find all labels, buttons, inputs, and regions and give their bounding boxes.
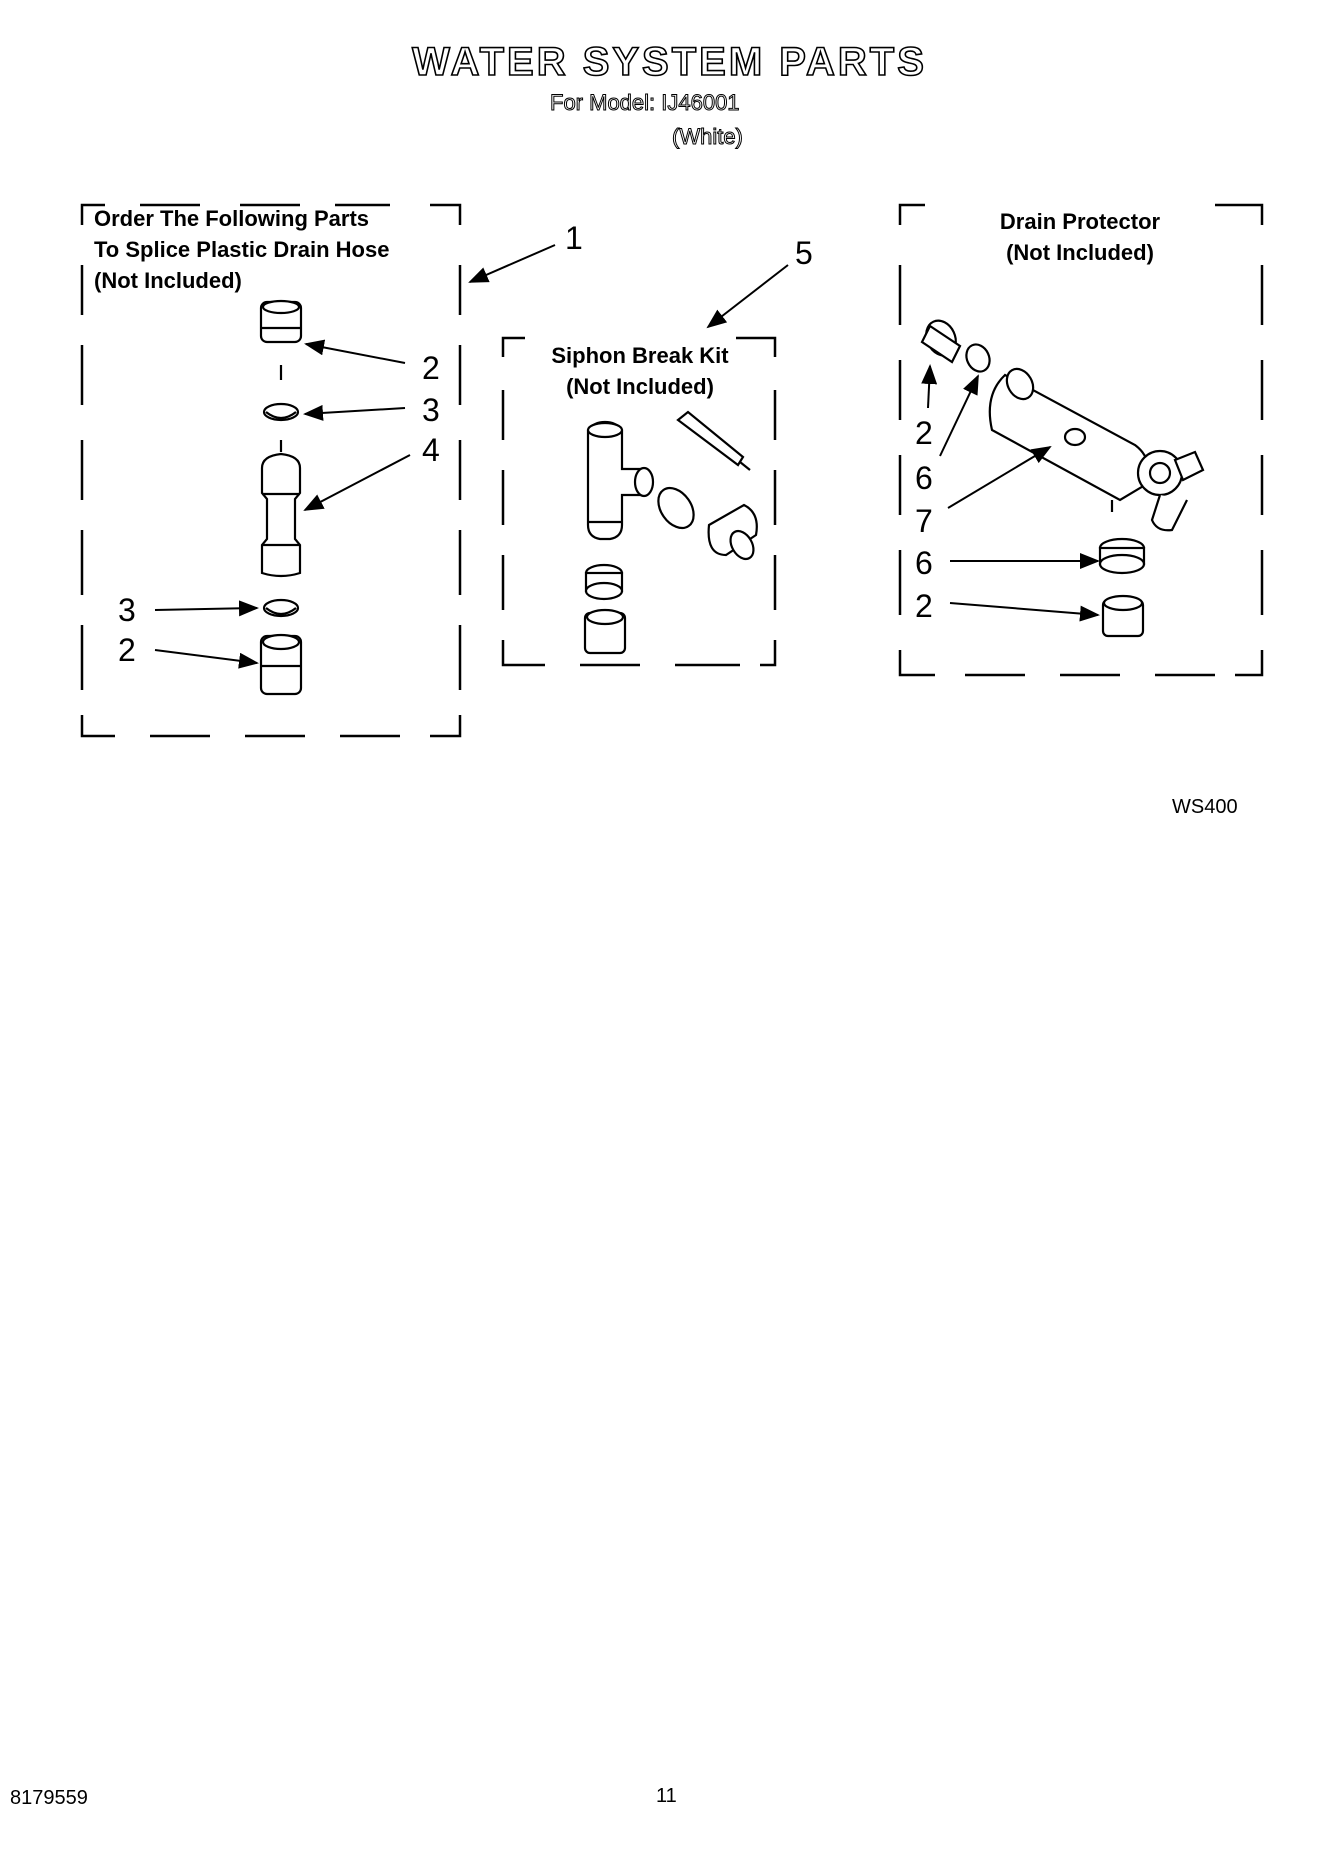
drain-protector-art: [920, 319, 1205, 638]
document-number: 8179559: [10, 1787, 88, 1809]
splice-parts-art: [259, 299, 303, 696]
page-number: 11: [656, 1785, 677, 1807]
callout-splice-part: 2: [118, 632, 136, 668]
callout-drain-part: 2: [915, 588, 933, 624]
splice-heading-line-3: (Not Included): [94, 268, 242, 293]
callout-siphon-group: 5: [795, 235, 813, 271]
splice-kit-heading: Order The Following Parts To Splice Plas…: [94, 203, 389, 296]
callout-drain-part: 6: [915, 460, 933, 496]
drain-protector-heading: Drain Protector (Not Included): [940, 206, 1220, 268]
siphon-heading-line-1: Siphon Break Kit: [551, 343, 729, 368]
drain-heading-line-2: (Not Included): [1006, 240, 1154, 265]
model-color: (White): [672, 124, 744, 150]
callout-splice-part: 3: [118, 592, 136, 628]
model-number: For Model: IJ46001: [550, 90, 741, 116]
siphon-heading-line-2: (Not Included): [566, 374, 714, 399]
callout-drain-part: 2: [915, 415, 933, 451]
callout-splice-part: 2: [422, 350, 440, 386]
figure-code: WS400: [1172, 796, 1238, 818]
siphon-kit-heading: Siphon Break Kit (Not Included): [515, 340, 765, 402]
page-title: WATER SYSTEM PARTS: [411, 39, 927, 85]
callout-splice-group: 1: [565, 220, 583, 256]
splice-kit-frame: [80, 203, 462, 738]
callout-drain-part: 7: [915, 503, 933, 539]
siphon-kit-frame: [501, 336, 777, 667]
callout-leader-lines: [154, 244, 1100, 669]
callout-splice-part: 3: [422, 392, 440, 428]
splice-heading-line-1: Order The Following Parts: [94, 206, 370, 231]
callout-splice-part: 4: [422, 432, 440, 468]
drain-protector-frame: [898, 203, 1264, 677]
callout-drain-part: 6: [915, 545, 933, 581]
siphon-parts-art: [583, 410, 758, 655]
drain-heading-line-1: Drain Protector: [999, 209, 1161, 234]
splice-heading-line-2: To Splice Plastic Drain Hose: [94, 237, 390, 262]
